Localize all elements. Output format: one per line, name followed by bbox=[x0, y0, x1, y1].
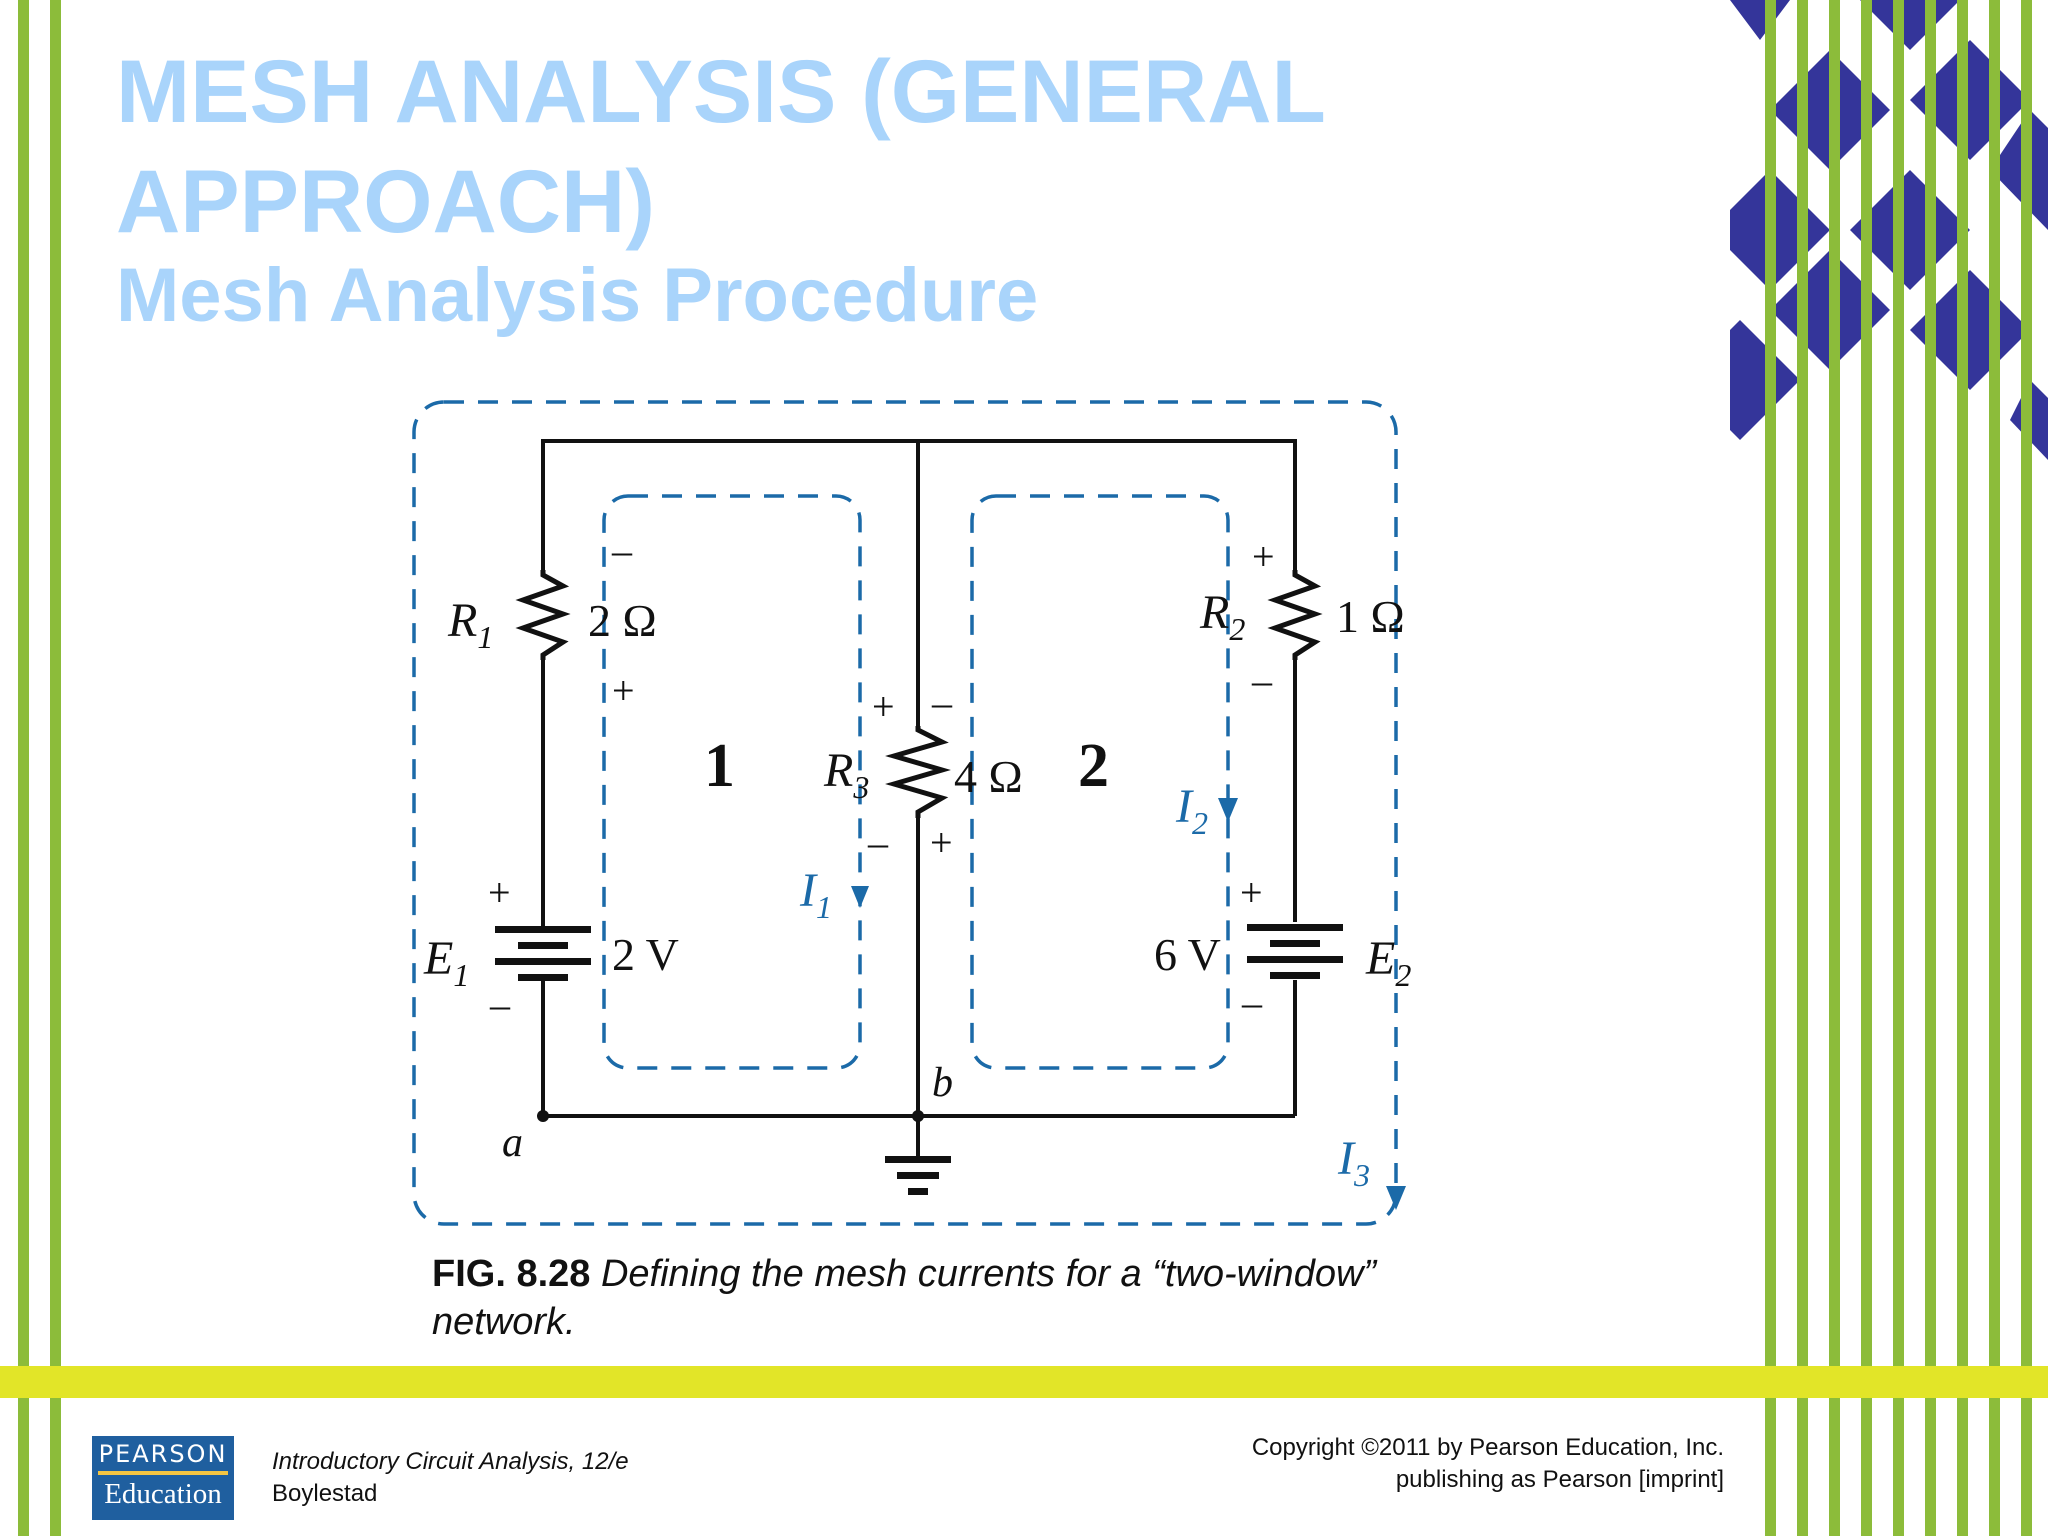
R3-value: 4 Ω bbox=[954, 751, 1023, 802]
battery-E1-plate-2 bbox=[518, 942, 568, 949]
ground-bar-1 bbox=[885, 1156, 951, 1163]
I1-label: I1 bbox=[799, 864, 832, 925]
R3-plus-left: + bbox=[872, 684, 895, 729]
circuit-diagram: R1 2 Ω R2 1 Ω R3 4 Ω E1 2 V E2 6 V 1 2 a… bbox=[412, 400, 1411, 1226]
battery-E1-plate-4 bbox=[518, 974, 568, 981]
R1-minus: – bbox=[611, 528, 633, 573]
R1-plus: + bbox=[612, 668, 635, 713]
ground-bar-3 bbox=[908, 1188, 928, 1195]
mesh-2-label: 2 bbox=[1078, 732, 1109, 800]
E2-minus: – bbox=[1241, 980, 1263, 1025]
battery-E2-plate-4 bbox=[1270, 972, 1320, 979]
slide-subtitle: Mesh Analysis Procedure bbox=[116, 253, 1039, 338]
mesh-1-label: 1 bbox=[704, 732, 735, 800]
I2-label: I2 bbox=[1175, 780, 1208, 841]
node-b-dot bbox=[912, 1110, 924, 1122]
R3-minus-right: – bbox=[931, 680, 953, 725]
figure-caption: FIG. 8.28 Defining the mesh currents for… bbox=[432, 1250, 1472, 1346]
resistor-R2 bbox=[1267, 570, 1323, 660]
left-stripe-1 bbox=[18, 0, 29, 1536]
corner-decoration bbox=[1730, 0, 2048, 1536]
R2-label: R2 bbox=[1199, 586, 1245, 647]
R2-value: 1 Ω bbox=[1336, 591, 1405, 642]
E1-label: E1 bbox=[423, 932, 469, 993]
copyright-line-2: publishing as Pearson [imprint] bbox=[1395, 1466, 1724, 1493]
E2-plus: + bbox=[1240, 870, 1263, 915]
R2-minus: – bbox=[1251, 658, 1273, 703]
R3-plus-right: + bbox=[930, 820, 953, 865]
loop-I1 bbox=[602, 494, 862, 1070]
ground-bar-2 bbox=[897, 1172, 939, 1179]
E1-plus: + bbox=[488, 870, 511, 915]
logo-divider bbox=[98, 1471, 228, 1475]
I1-arrow-icon bbox=[851, 886, 869, 908]
I3-arrow-icon bbox=[1386, 1186, 1406, 1210]
pearson-logo: PEARSON Education bbox=[92, 1436, 234, 1520]
E2-label: E2 bbox=[1365, 932, 1411, 993]
footer-band bbox=[0, 1366, 2048, 1398]
logo-top-text: PEARSON bbox=[98, 1440, 228, 1468]
caption-label: FIG. 8.28 bbox=[432, 1253, 591, 1295]
R3-minus-left: – bbox=[867, 820, 889, 865]
copyright: Copyright ©2011 by Pearson Education, In… bbox=[1252, 1432, 1724, 1496]
node-b-label: b bbox=[932, 1060, 953, 1106]
node-a-dot bbox=[537, 1110, 549, 1122]
node-a-label: a bbox=[502, 1120, 523, 1166]
E1-minus: – bbox=[489, 982, 511, 1027]
book-author: Boylestad bbox=[272, 1480, 378, 1507]
book-info: Introductory Circuit Analysis, 12/e Boyl… bbox=[272, 1446, 629, 1510]
battery-E2-plate-3 bbox=[1247, 956, 1343, 963]
battery-E2-plate-1 bbox=[1247, 924, 1343, 931]
R3-label: R3 bbox=[823, 744, 869, 805]
E1-value: 2 V bbox=[612, 929, 679, 980]
logo-bottom-text: Education bbox=[104, 1478, 222, 1510]
battery-E2-plate-2 bbox=[1270, 940, 1320, 947]
E2-value: 6 V bbox=[1154, 929, 1221, 980]
battery-E1-plate-3 bbox=[495, 958, 591, 965]
loop-I3 bbox=[412, 400, 1398, 1226]
resistor-R3 bbox=[885, 726, 951, 818]
R2-plus: + bbox=[1252, 534, 1275, 579]
R1-value: 2 Ω bbox=[588, 595, 657, 646]
I3-label: I3 bbox=[1337, 1132, 1370, 1193]
R1-label: R1 bbox=[447, 594, 493, 655]
I2-arrow-icon bbox=[1218, 798, 1238, 822]
battery-E1-plate-1 bbox=[495, 926, 591, 933]
copyright-line-1: Copyright ©2011 by Pearson Education, In… bbox=[1251, 1434, 1724, 1461]
loop-I2 bbox=[970, 494, 1230, 1070]
left-stripe-2 bbox=[50, 0, 61, 1536]
resistor-R1 bbox=[515, 570, 571, 660]
caption-text: Defining the mesh currents for a “two-wi… bbox=[432, 1253, 1377, 1343]
book-title: Introductory Circuit Analysis, 12/e bbox=[272, 1448, 629, 1475]
slide-title: MESH ANALYSIS (GENERAL APPROACH) bbox=[116, 41, 1325, 251]
